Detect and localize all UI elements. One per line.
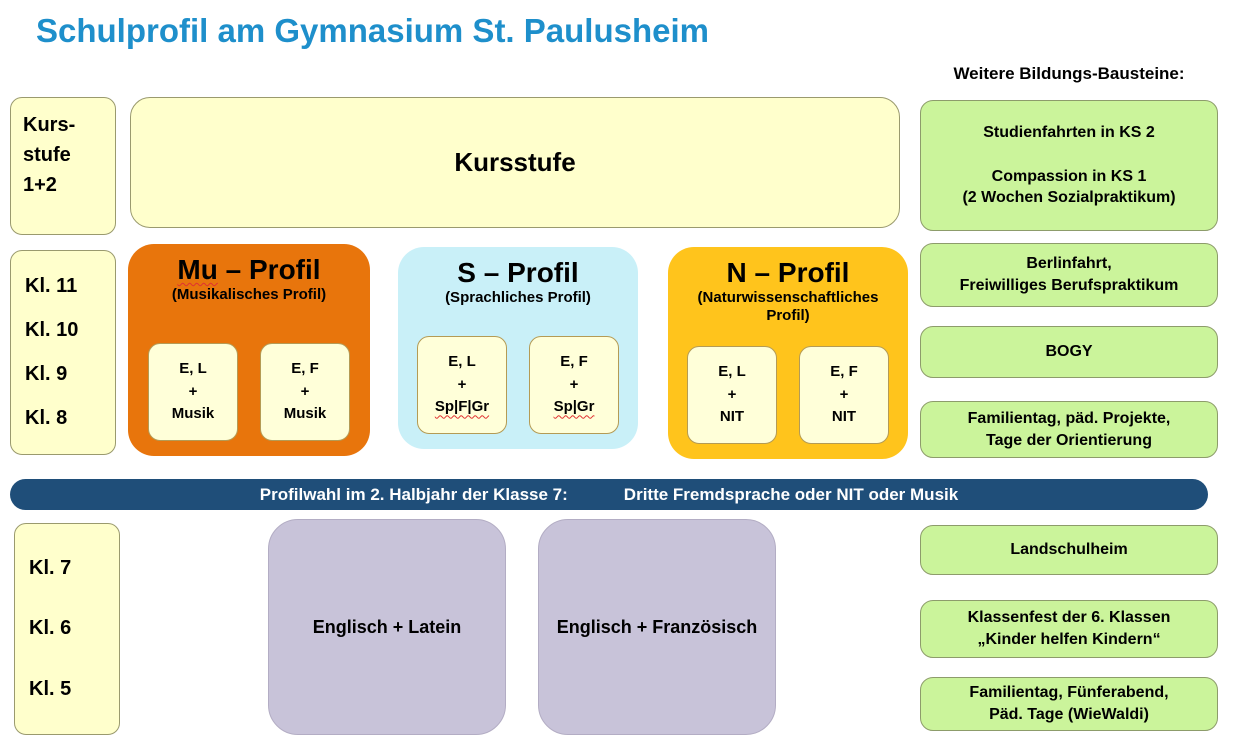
option-line: E, F — [291, 360, 319, 378]
option-line: + — [300, 382, 310, 400]
option-line: E, F — [830, 363, 858, 381]
profile-s-subtitle: (Sprachliches Profil) — [445, 289, 591, 307]
sidebar-box-klassenfest: Klassenfest der 6. Klassen„Kinder helfen… — [920, 600, 1218, 658]
profile-n-name: N — [726, 257, 747, 288]
banner-left-text: Profilwahl im 2. Halbjahr der Klasse 7: — [259, 484, 568, 504]
profile-mu-box: Mu – Profil (Musikalisches Profil) E, L … — [128, 244, 370, 456]
profile-n-name-rest: – Profil — [746, 257, 850, 288]
option-line: E, L — [448, 353, 476, 371]
kursstufe-box: Kursstufe — [130, 97, 900, 228]
language-track-franzoesisch-box: Englisch + Französisch — [538, 519, 776, 735]
language-track-latein-box: Englisch + Latein — [268, 519, 506, 735]
sidebar-box-landschulheim: Landschulheim — [920, 525, 1218, 575]
sidebar-box-berlinfahrt: Berlinfahrt,Freiwilliges Berufspraktikum — [920, 243, 1218, 307]
option-line: Sp|Gr — [553, 398, 595, 416]
profile-mu-option-1: E, L + Musik — [148, 343, 238, 441]
profile-mu-name: Mu — [177, 254, 218, 285]
option-line: E, L — [718, 363, 746, 381]
option-line: + — [457, 375, 467, 393]
profile-s-option-1: E, L + Sp|F|Gr — [417, 336, 507, 434]
profile-n-option-1: E, L + NIT — [687, 346, 777, 444]
option-line: + — [569, 375, 579, 393]
profile-n-options: E, L + NIT E, F + NIT — [687, 346, 889, 444]
profile-n-box: N – Profil (Naturwissenschaftliches Prof… — [668, 247, 908, 459]
option-line: NIT — [719, 408, 745, 426]
profile-s-option-2: E, F + Sp|Gr — [529, 336, 619, 434]
option-line: Musik — [283, 405, 327, 423]
profile-mu-subtitle: (Musikalisches Profil) — [171, 286, 327, 304]
banner-right-text: Dritte Fremdsprache oder NIT oder Musik — [623, 484, 959, 504]
profile-s-title: S – Profil — [457, 257, 578, 289]
option-line: Sp|F|Gr — [434, 398, 490, 416]
profile-n-option-2: E, F + NIT — [799, 346, 889, 444]
profile-s-options: E, L + Sp|F|Gr E, F + Sp|Gr — [417, 336, 619, 434]
option-line: E, L — [179, 360, 207, 378]
language-track-latein-label: Englisch + Latein — [312, 616, 462, 637]
profile-n-subtitle: (Naturwissenschaftliches Profil) — [697, 289, 879, 325]
profile-n-title: N – Profil — [727, 257, 850, 289]
language-track-franzoesisch-label: Englisch + Französisch — [556, 616, 758, 637]
sidebar-box-bogy: BOGY — [920, 326, 1218, 378]
sidebar-box-familientag-fuenferabend: Familientag, Fünferabend,Päd. Tage (WieW… — [920, 677, 1218, 731]
sidebar-box-studienfahrten: Studienfahrten in KS 2 Compassion in KS … — [920, 100, 1218, 231]
profilwahl-banner: Profilwahl im 2. Halbjahr der Klasse 7: … — [10, 479, 1208, 510]
option-line: NIT — [831, 408, 857, 426]
option-line: + — [727, 385, 737, 403]
page-title: Schulprofil am Gymnasium St. Paulusheim — [36, 12, 709, 49]
option-line: E, F — [560, 353, 588, 371]
option-line: Musik — [171, 405, 215, 423]
option-line: + — [839, 385, 849, 403]
option-line: + — [188, 382, 198, 400]
profile-s-box: S – Profil (Sprachliches Profil) E, L + … — [398, 247, 638, 449]
profile-mu-option-2: E, F + Musik — [260, 343, 350, 441]
profile-mu-title: Mu – Profil — [177, 254, 320, 286]
profile-s-name: S — [457, 257, 476, 288]
profile-s-name-rest: – Profil — [475, 257, 579, 288]
sidebar-header: Weitere Bildungs-Bausteine: — [953, 64, 1185, 83]
profile-mu-options: E, L + Musik E, F + Musik — [148, 343, 350, 441]
kursstufe-label: Kursstufe — [454, 147, 576, 177]
profile-mu-name-rest: – Profil — [217, 254, 321, 285]
sidebar-box-familientag-projekte: Familientag, päd. Projekte,Tage der Orie… — [920, 401, 1218, 458]
